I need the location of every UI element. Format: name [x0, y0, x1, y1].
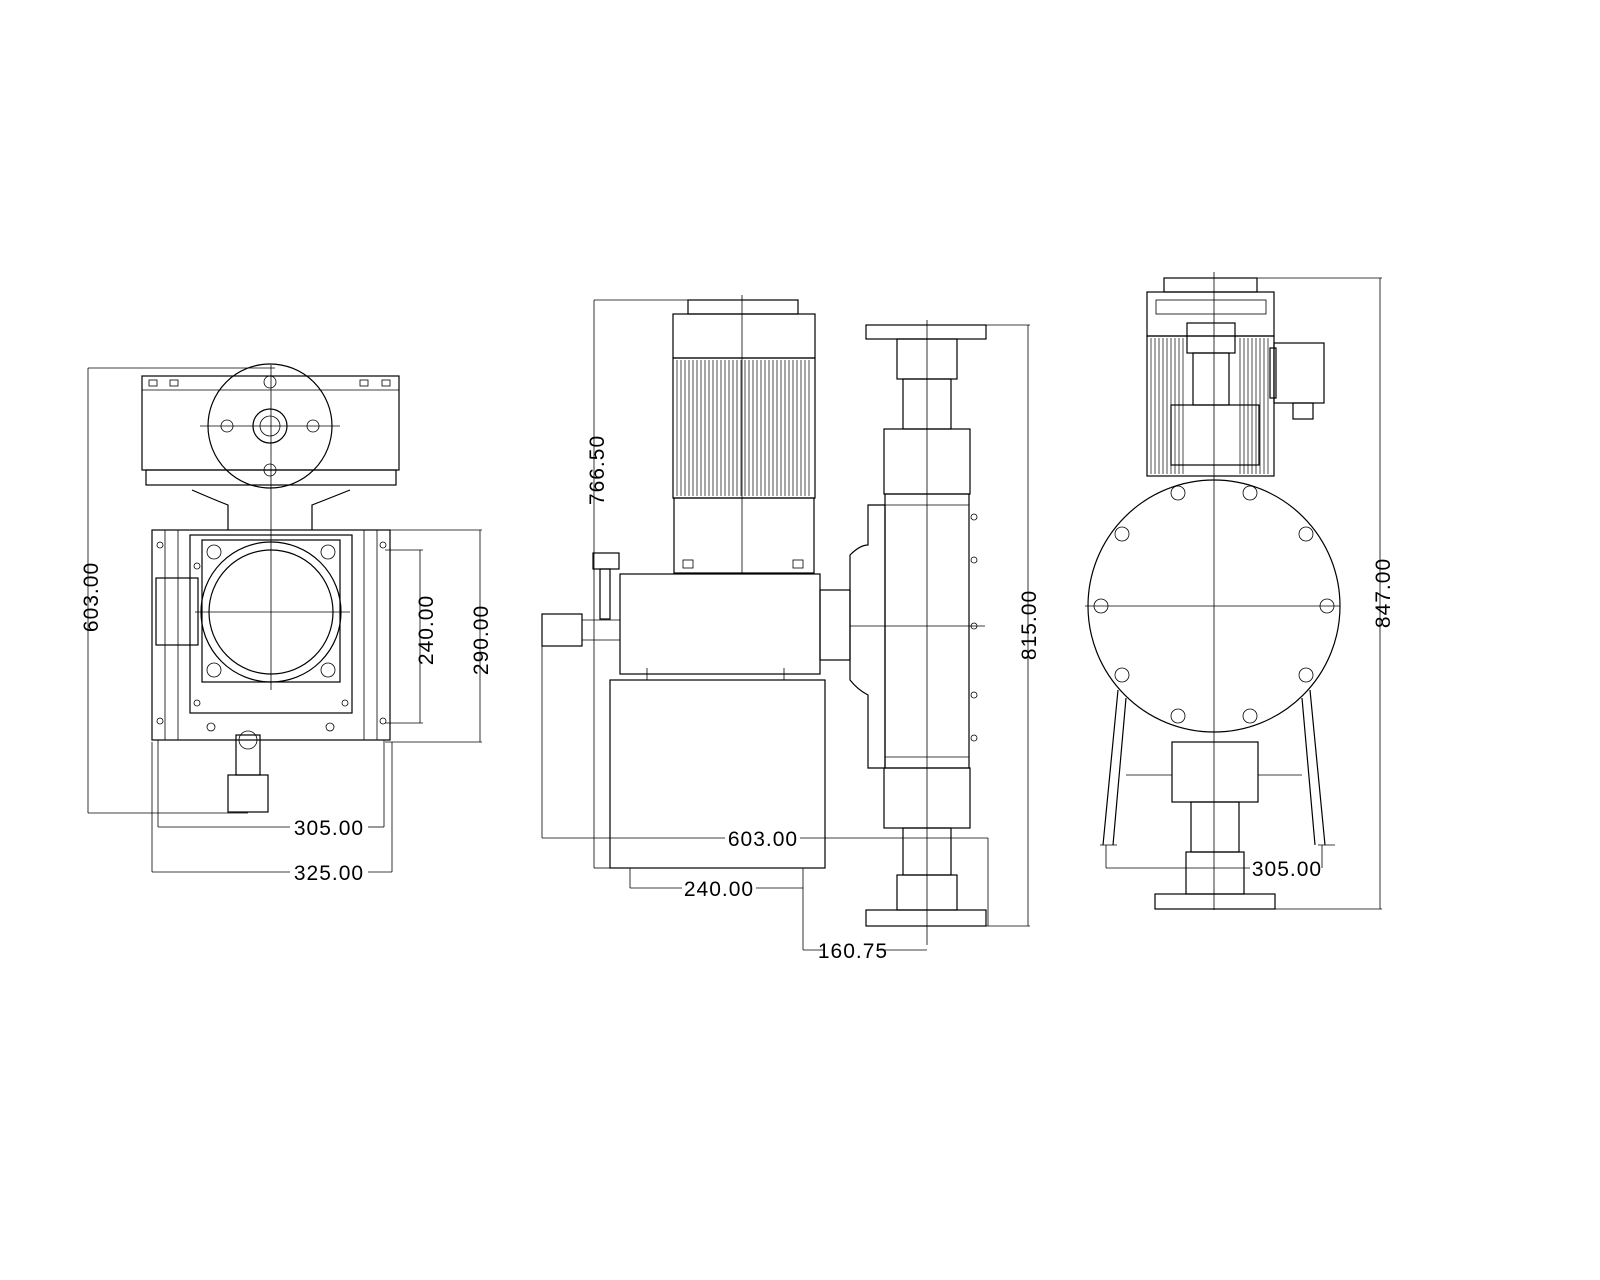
front-height-label: 603.00 — [80, 562, 103, 632]
side-offset-label: 160.75 — [818, 940, 888, 963]
side-motor-height-label: 766.50 — [586, 435, 609, 505]
front-view: 603.00 240.00 290.00 305.00 325.00 — [80, 363, 493, 885]
side-total-height-label: 815.00 — [1018, 590, 1041, 660]
rear-motor-fins — [1150, 338, 1269, 474]
front-outer-width-label: 325.00 — [294, 862, 364, 885]
side-motor-fins — [676, 360, 810, 496]
side-view: 766.50 815.00 603.00 240.00 160.75 — [541, 295, 1041, 963]
front-inner-height-label: 240.00 — [415, 595, 438, 665]
rear-view: 847.00 305.00 — [1085, 272, 1395, 910]
front-inner-width-label: 305.00 — [294, 817, 364, 840]
rear-base-width-label: 305.00 — [1252, 858, 1322, 881]
side-total-width-label: 603.00 — [728, 828, 798, 851]
rear-total-height-label: 847.00 — [1372, 558, 1395, 628]
side-base-width-label: 240.00 — [684, 878, 754, 901]
front-outer-height-label: 290.00 — [470, 605, 493, 675]
